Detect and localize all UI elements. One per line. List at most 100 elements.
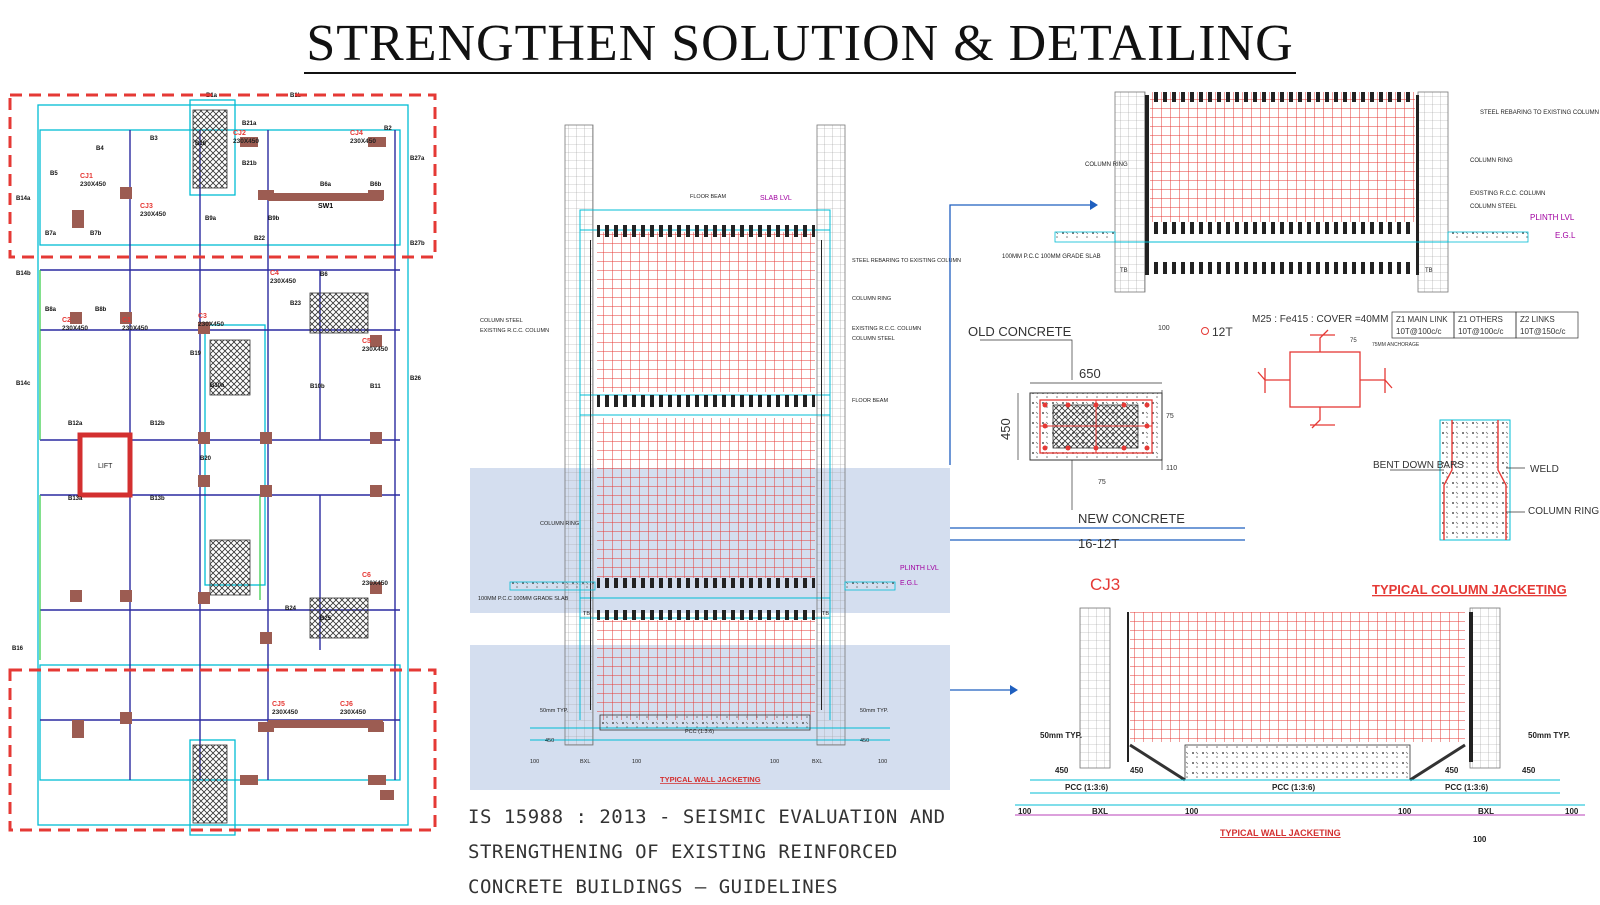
reference-line-3: CONCRETE BUILDINGS — GUIDELINES xyxy=(468,876,839,898)
elev-label-plinth: PLINTH LVL xyxy=(1530,213,1575,222)
cj3-mesh xyxy=(1130,612,1465,742)
elev-label-egl: E.G.L xyxy=(1555,231,1576,240)
column-cross-section: OLD CONCRETE 650 450 100 75 110 75 NEW C… xyxy=(968,324,1233,551)
label-100-c: 100 xyxy=(770,759,779,765)
column-size: 230X450 xyxy=(350,138,376,145)
beam-tag: B18 xyxy=(195,141,207,147)
column-tag: CJ1 xyxy=(80,173,93,180)
column-size: 230X450 xyxy=(340,709,366,716)
label-typ-left: 50mm TYP. xyxy=(540,708,569,714)
cj3-base-lines xyxy=(1015,779,1585,806)
cj3-footing xyxy=(1184,744,1411,781)
wall-mesh-middle xyxy=(597,418,815,578)
beam-tag: B26 xyxy=(410,376,422,382)
column-tag: CJ6 xyxy=(340,701,353,708)
elevation-studs-top xyxy=(1150,92,1415,102)
zone-bottom xyxy=(8,668,437,832)
plan-green-lines xyxy=(39,270,261,660)
elev-label-column-steel: COLUMN STEEL xyxy=(1470,204,1517,210)
elev-label-rebaring: STEEL REBARING TO EXISTING COLUMN xyxy=(1480,110,1599,116)
weld-label: WELD xyxy=(1530,464,1559,475)
beam-tag: B10b xyxy=(310,384,325,390)
beam-tag: B6b xyxy=(370,182,382,188)
new-concrete-label: NEW CONCRETE xyxy=(1078,511,1185,526)
elevation-studs-bot xyxy=(1150,262,1415,274)
section-dimension-lines xyxy=(1017,382,1163,470)
beam-tag: B7a xyxy=(45,231,57,237)
width-dimension: 650 xyxy=(1079,366,1101,381)
beam-tag: B8a xyxy=(45,307,57,313)
beam-tag: B19 xyxy=(190,351,202,357)
elevation-column-right xyxy=(1417,91,1449,293)
elevation-studs-mid xyxy=(1150,222,1415,234)
beam-tag: B27a xyxy=(410,156,425,162)
beam-tag: B12a xyxy=(68,421,83,427)
cj3-bxl-left: BXL xyxy=(1092,807,1108,816)
cj3-column-left xyxy=(1079,607,1111,769)
label-floor-beam-2: FLOOR BEAM xyxy=(852,398,888,404)
tie-bar-label: 12T xyxy=(1212,325,1233,339)
elevation-side-anchors-left xyxy=(1144,95,1149,275)
column-size: 230X450 xyxy=(270,278,296,285)
concrete-spec: M25 : Fe415 : COVER =40MM xyxy=(1252,314,1388,325)
page-title-text: STRENGTHEN SOLUTION & DETAILING xyxy=(304,15,1296,74)
cj3-100-c: 100 xyxy=(1398,807,1412,816)
plan-shafts xyxy=(192,109,369,824)
label-100-b: 100 xyxy=(632,759,641,765)
cj3-450-b: 450 xyxy=(1130,766,1144,775)
link-label: Z1 MAIN LINK xyxy=(1396,315,1448,324)
link-value: 10T@150c/c xyxy=(1520,327,1565,336)
column-tag: C3 xyxy=(198,313,207,320)
strengthened-zones xyxy=(8,93,437,832)
section-labels: FLOOR BEAM SLAB LVL STEEL REBARING TO EX… xyxy=(478,194,961,765)
beam-tag: B16 xyxy=(12,646,24,652)
jacket-bars xyxy=(1042,402,1150,451)
beam-tag: B6 xyxy=(320,272,328,278)
side-anchors xyxy=(590,240,822,710)
weld-column xyxy=(1439,419,1511,541)
label-existing-column-left: EXISTING R.C.C. COLUMN xyxy=(480,328,549,334)
beam-tag: B13a xyxy=(68,496,83,502)
column-size: 230X450 xyxy=(362,346,388,353)
depth-dimension: 450 xyxy=(998,418,1013,440)
cj3-pcc-b: PCC (1:3:6) xyxy=(1272,783,1315,792)
beam-tag: B6a xyxy=(320,182,332,188)
label-pcc: PCC (1:3:6) xyxy=(685,729,714,735)
beam-tag: B8b xyxy=(95,307,107,313)
plan-columns xyxy=(70,137,394,800)
beam-tag: B11 xyxy=(370,384,381,390)
plan-walls xyxy=(37,99,409,836)
cj3-heading: TYPICAL COLUMN JACKETING xyxy=(1372,582,1567,597)
label-grade-slab: 100MM P.C.C 100MM GRADE SLAB xyxy=(478,596,569,602)
code-reference: IS 15988 : 2013 - SEISMIC EVALUATION AND… xyxy=(468,800,958,905)
column-tag: C6 xyxy=(362,572,371,579)
beam-tag: B14a xyxy=(16,196,31,202)
weld-leaders xyxy=(1390,467,1525,513)
column-size: 230X450 xyxy=(233,138,259,145)
plan-column-tags: CJ1230X450CJ2230X450CJ3230X450CJ4230X450… xyxy=(62,130,388,716)
label-100-d: 100 xyxy=(878,759,887,765)
grade-slab-left xyxy=(509,581,596,591)
cj3-bxl-right: BXL xyxy=(1478,807,1494,816)
cover-75-a: 75 xyxy=(1166,413,1174,420)
beam-tag: B21b xyxy=(242,161,257,167)
column-tag: C2 xyxy=(62,317,71,324)
elev-label-tb-left: TB xyxy=(1120,268,1128,274)
cj3-450-d: 450 xyxy=(1522,766,1536,775)
leader-arrows xyxy=(949,204,1245,691)
cj3-anchors-right xyxy=(1466,612,1473,762)
cj3-typ-right: 50mm TYP. xyxy=(1528,731,1570,740)
cover-110: 110 xyxy=(1166,465,1177,472)
label-floor-beam: FLOOR BEAM xyxy=(690,194,726,200)
label-tb-right: TB xyxy=(822,611,829,617)
wall-mesh-top xyxy=(597,232,815,392)
label-typ-right: 50mm TYP. xyxy=(860,708,889,714)
beam-tag: B21a xyxy=(242,121,257,127)
beam-tag: B4 xyxy=(96,146,104,152)
elev-label-tb-right: TB xyxy=(1425,268,1433,274)
beam-tag: B7b xyxy=(90,231,102,237)
label-bxl-left: BXL xyxy=(580,759,590,765)
label-egl: E.G.L xyxy=(900,580,918,587)
